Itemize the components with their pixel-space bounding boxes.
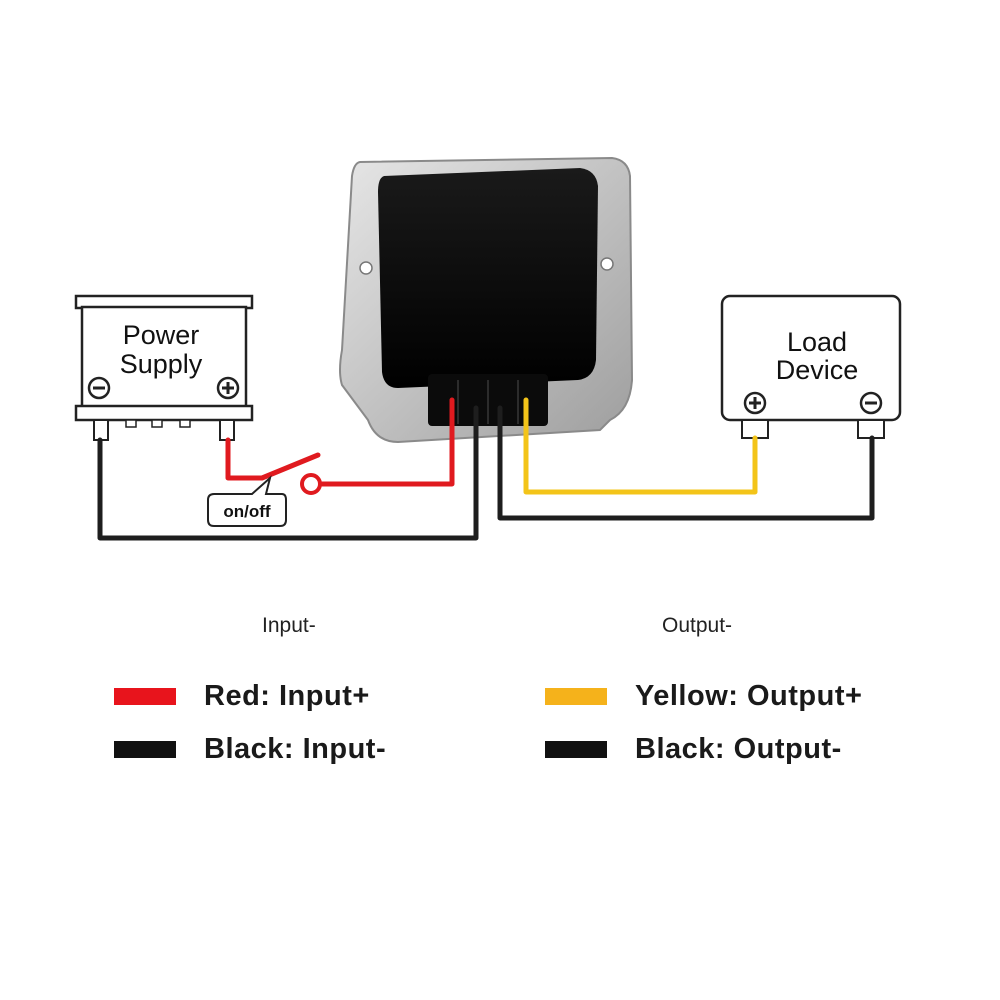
output-heading: Output- — [662, 614, 733, 637]
legend-label: Yellow: Output+ — [635, 680, 863, 712]
legend-swatch-black — [114, 741, 176, 758]
wire-black-input — [97, 405, 479, 541]
load-device-label-line1: Load — [787, 327, 847, 357]
switch-label: on/off — [223, 502, 271, 521]
legend-swatch-yellow — [545, 688, 607, 705]
switch-contact — [300, 473, 322, 495]
load-device-label-line2: Device — [776, 355, 859, 385]
wire-yellow-output — [523, 397, 758, 495]
minus-icon — [859, 391, 883, 415]
switch-lever — [259, 452, 321, 481]
wires — [97, 397, 875, 541]
load-device: Load Device — [720, 294, 902, 439]
legend-swatch-red — [114, 688, 176, 705]
wire-red-input-b — [319, 397, 455, 487]
power-supply-label-line2: Supply — [120, 349, 203, 379]
minus-icon — [87, 376, 111, 400]
input-heading: Input- — [262, 614, 316, 637]
legend-item-red-input: Red: Input+ — [114, 680, 370, 713]
power-supply-base — [74, 404, 254, 422]
legend-item-black-input: Black: Input- — [114, 733, 386, 766]
mount-hole-left — [359, 261, 373, 275]
power-supply: Power Supply — [74, 294, 254, 441]
switch-callout: on/off — [207, 475, 287, 527]
legend-label: Red: Input+ — [204, 680, 370, 712]
plus-icon — [216, 376, 240, 400]
plus-icon — [743, 391, 767, 415]
load-device-body — [720, 294, 902, 422]
wire-red-input-a — [225, 437, 265, 481]
legend-swatch-black — [545, 741, 607, 758]
legend-item-yellow-output: Yellow: Output+ — [545, 680, 862, 713]
legend-item-black-output: Black: Output- — [545, 733, 842, 766]
mount-hole-right — [600, 257, 614, 271]
legend-label: Black: Input- — [204, 733, 387, 765]
module-face — [378, 168, 598, 388]
power-supply-label-line1: Power — [123, 320, 200, 350]
converter-module — [339, 156, 634, 444]
legend-label: Black: Output- — [635, 733, 842, 765]
wire-black-output — [497, 405, 875, 521]
